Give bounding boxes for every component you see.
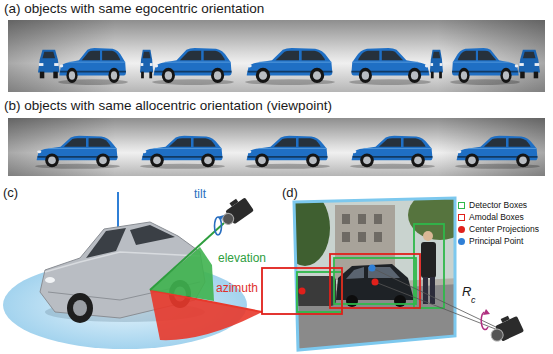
street-photo <box>358 214 366 224</box>
street-photo <box>423 277 428 304</box>
car-model <box>67 293 93 323</box>
camera-icon <box>221 211 236 226</box>
panel-caption: (a) objects with same egocentric orienta… <box>4 1 264 17</box>
car-band <box>8 118 545 176</box>
car-model <box>86 228 126 258</box>
angle-label: tilt <box>194 188 206 202</box>
image-plane-illustration <box>299 288 306 295</box>
car-band <box>58 48 128 85</box>
car-model <box>130 225 175 245</box>
image-plane-illustration <box>334 258 416 304</box>
image-plane-illustration <box>294 198 455 350</box>
viewpoint-illustration <box>150 247 214 301</box>
street-photo <box>280 190 472 354</box>
car-band <box>152 48 234 85</box>
street-photo <box>423 231 433 241</box>
image-plane-illustration <box>375 282 498 330</box>
angle-label: azimuth <box>216 282 258 296</box>
car-band <box>455 136 540 169</box>
car-band <box>8 118 545 176</box>
legend-text: Amodal Boxes <box>469 212 524 222</box>
car-band <box>140 48 234 85</box>
car-band <box>8 118 545 176</box>
legend-dot <box>458 226 465 233</box>
car-band <box>430 50 443 79</box>
camera-icon <box>501 316 510 323</box>
car-band <box>245 48 335 85</box>
car-band <box>450 48 520 85</box>
street-photo <box>358 232 366 242</box>
panel-letter: (d) <box>282 186 298 201</box>
street-photo <box>421 242 436 278</box>
viewpoint-illustration <box>215 217 222 235</box>
viewpoint-illustration <box>150 223 224 290</box>
panel-caption: (b) objects with same allocentric orient… <box>4 98 332 114</box>
car-band <box>349 48 443 85</box>
camera-icon <box>489 327 505 343</box>
viewpoint-illustration <box>217 215 224 220</box>
rotation-symbol: R <box>462 285 471 300</box>
car-band <box>450 48 540 85</box>
viewpoint-illustration <box>3 192 262 349</box>
legend-text: Center Projections <box>469 224 539 234</box>
street-photo <box>374 214 382 224</box>
car-band <box>8 20 545 92</box>
legend-dot <box>458 238 465 245</box>
image-plane-illustration <box>297 272 342 312</box>
image-plane-illustration <box>262 190 524 354</box>
image-plane-illustration <box>372 268 498 328</box>
camera-icon <box>486 312 524 345</box>
street-photo <box>374 232 382 242</box>
car-band <box>350 136 435 169</box>
camera-icon <box>229 199 238 207</box>
car-band <box>38 48 128 85</box>
car-band <box>245 136 330 169</box>
car-model <box>73 300 87 316</box>
street-photo <box>394 295 406 307</box>
image-plane-illustration <box>330 254 420 308</box>
viewpoint-illustration <box>117 192 119 231</box>
rotation-subscript: c <box>471 295 476 305</box>
panel-letter: (c) <box>3 186 18 201</box>
street-photo <box>346 267 364 279</box>
street-photo <box>346 295 358 307</box>
street-photo <box>342 232 350 242</box>
car-band <box>8 20 545 92</box>
camera-icon <box>217 194 254 228</box>
legend-box <box>458 202 465 209</box>
image-plane-illustration <box>483 309 490 315</box>
car-band <box>140 136 225 169</box>
legend-text: Principal Point <box>469 236 523 246</box>
car-band <box>35 136 120 169</box>
street-photo <box>430 277 435 304</box>
legend-box <box>458 214 465 221</box>
car-band <box>38 50 60 79</box>
car-band <box>349 48 431 85</box>
legend-text: Detector Boxes <box>469 200 527 210</box>
car-band <box>140 50 153 79</box>
car-band <box>245 48 335 85</box>
image-plane-illustration <box>372 279 379 286</box>
image-plane-illustration <box>369 265 376 272</box>
street-photo <box>342 214 350 224</box>
car-model <box>45 277 55 283</box>
car-band <box>8 20 545 92</box>
car-band <box>518 50 540 79</box>
angle-label: elevation <box>218 252 266 266</box>
